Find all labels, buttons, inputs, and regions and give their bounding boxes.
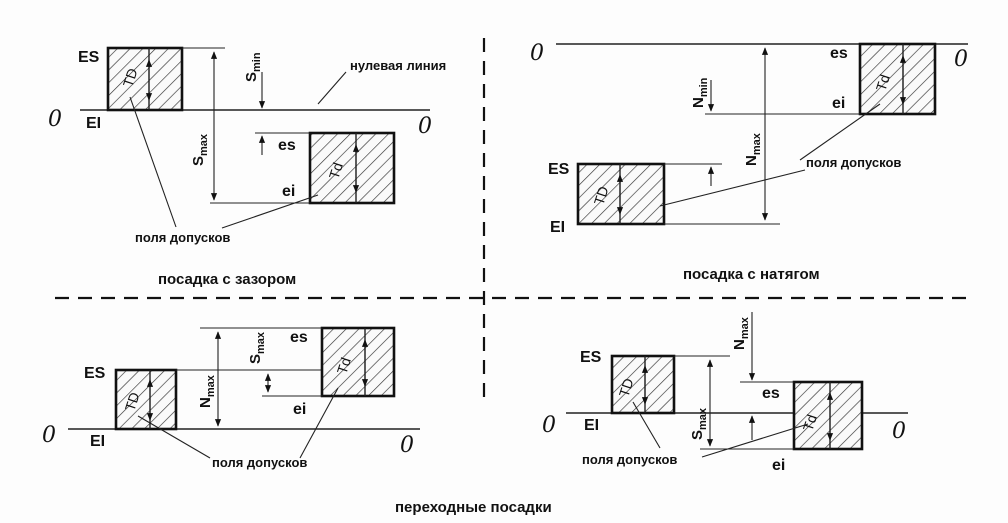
leader-line xyxy=(221,194,319,229)
zero-label-left: 0 xyxy=(42,423,56,448)
nmax-label: Nmax xyxy=(731,316,751,350)
es-label: es xyxy=(278,137,296,154)
smax-label: Smax xyxy=(190,133,210,166)
smax-label: Smax xyxy=(689,407,709,440)
leader-line xyxy=(799,103,881,161)
es-label: ES xyxy=(84,365,106,382)
ei-label: ei xyxy=(282,183,295,200)
ei-label: EI xyxy=(584,417,599,434)
es-label: ES xyxy=(78,49,100,66)
smax-label: Smax xyxy=(247,331,267,364)
leader-line xyxy=(632,401,661,449)
tolerance-fields-label: поля допусков xyxy=(135,230,230,245)
zero-label-right: 0 xyxy=(892,419,906,444)
leader-line xyxy=(137,415,211,459)
td-label: TD xyxy=(616,376,637,399)
panel-transition-fit-right: 0 0 TD ES EI Td es ei Smax Nmax поля доп… xyxy=(542,312,908,474)
zero-label-right: 0 xyxy=(954,47,968,72)
tolerance-fields-label: поля допусков xyxy=(582,452,677,467)
shaft-tolerance-box xyxy=(308,131,396,205)
leader-line xyxy=(659,169,806,207)
es-label: ES xyxy=(580,349,602,366)
es-label: es xyxy=(762,385,780,402)
nmax-label: Nmax xyxy=(743,132,763,166)
nmin-label: Nmin xyxy=(690,77,710,108)
leader-line xyxy=(299,387,339,459)
leader-line xyxy=(129,96,177,228)
tolerance-fields-label: поля допусков xyxy=(212,455,307,470)
shaft-tolerance-box xyxy=(320,326,396,398)
ei-label: ei xyxy=(293,401,306,418)
td-label: TD xyxy=(591,184,612,207)
td-label: Td xyxy=(326,160,346,180)
zero-label-right: 0 xyxy=(418,114,432,139)
nmax-label: Nmax xyxy=(197,374,217,408)
ei-label: ei xyxy=(832,95,845,112)
zero-line-leader xyxy=(317,71,347,105)
hole-tolerance-box xyxy=(106,46,184,112)
es-label: es xyxy=(830,45,848,62)
panel-transition-fit-left: 0 0 TD ES EI Td es ei Nmax Smax поля доп… xyxy=(42,326,420,470)
panel-interference-fit: 0 0 Td es ei TD ES EI Nmin Nmax поля доп… xyxy=(530,41,968,283)
ei-label: EI xyxy=(550,219,565,236)
tolerance-fields-label: поля допусков xyxy=(806,155,901,170)
caption-clearance-fit: посадка с зазором xyxy=(158,271,296,288)
hole-tolerance-box xyxy=(576,162,666,226)
hole-tolerance-box xyxy=(114,368,178,431)
ei-label: ei xyxy=(772,457,785,474)
td-label: Td xyxy=(334,355,354,375)
ei-label: EI xyxy=(86,115,101,132)
es-label: ES xyxy=(548,161,570,178)
smin-label: Smin xyxy=(243,52,263,82)
zero-line-label: нулевая линия xyxy=(350,58,446,73)
zero-label-left: 0 xyxy=(530,41,544,66)
leader-line xyxy=(701,423,809,458)
td-label: Td xyxy=(873,72,893,92)
panel-clearance-fit: 0 0 TD ES EI Td es ei Smax Smin нулевая … xyxy=(48,46,446,288)
shaft-tolerance-box xyxy=(858,42,937,116)
caption-interference-fit: посадка с натягом xyxy=(683,266,820,283)
td-label: Td xyxy=(800,412,820,432)
td-label: TD xyxy=(122,390,143,413)
ei-label: EI xyxy=(90,433,105,450)
es-label: es xyxy=(290,329,308,346)
zero-label-left: 0 xyxy=(48,107,62,132)
caption-transition-fits: переходные посадки xyxy=(395,499,552,516)
td-label: TD xyxy=(120,66,141,89)
zero-label-right: 0 xyxy=(400,433,414,458)
zero-label-left: 0 xyxy=(542,413,556,438)
